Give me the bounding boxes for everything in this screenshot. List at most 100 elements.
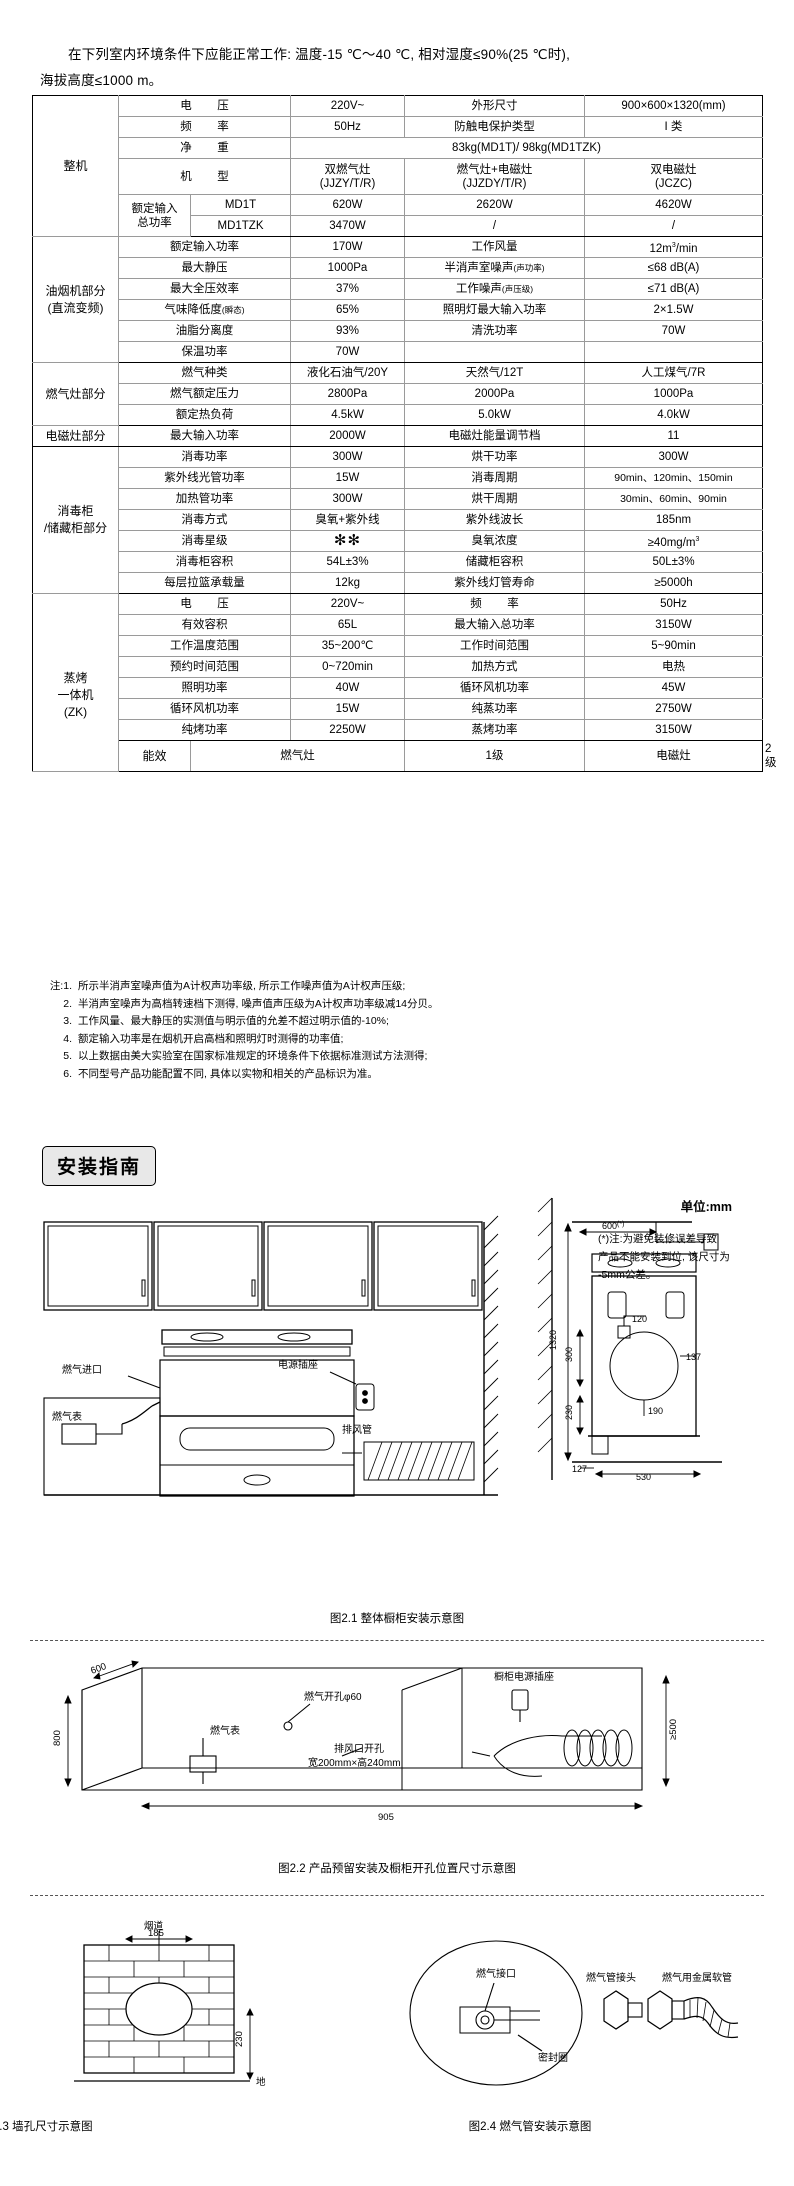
table-row: 整机 电 压 220V~ 外形尺寸 900×600×1320(mm) [32, 95, 763, 237]
intro-line-2: 海拔高度≤1000 m。 [40, 73, 163, 88]
table-row: 保温功率 70W [33, 341, 763, 363]
note-text: 以上数据由美大实验室在国家标准规定的环境条件下依据标准测试方法测得; [78, 1050, 428, 1062]
dim-137: 137 [686, 1352, 701, 1362]
group-gas: 燃气灶部分 [32, 362, 119, 426]
cell-zk-heatmode-value: 电热 [584, 656, 763, 678]
label-cabinet-socket: 橱柜电源插座 [494, 1670, 554, 1683]
dim-127: 127 [572, 1464, 587, 1474]
cell-keepwarm-value: 70W [290, 341, 405, 363]
cell-ozone-label: 臭氧浓度 [404, 530, 585, 552]
note-text: 额定输入功率是在烟机开启高档和照明灯时测得的功率值; [78, 1032, 344, 1045]
cell-blank-2 [584, 341, 763, 363]
table-row: 电磁灶部分 最大输入功率 2000W 电磁灶能量调节档 11 [32, 425, 763, 447]
dim-500: ≥500 [668, 1719, 679, 1740]
cell-model-label: 机 型 [180, 170, 236, 183]
divider-1 [30, 1640, 764, 1641]
note-number: 注:1. [49, 980, 72, 992]
cell-dimension-label: 外形尺寸 [404, 95, 585, 117]
cell-effgas-label: 燃气灶 [190, 740, 405, 772]
table-row: 油脂分离度 93% 清洗功率 70W [33, 320, 763, 342]
group-hood-l1: 油烟机部分 [45, 283, 106, 298]
cell-zk-booking-label: 预约时间范围 [118, 656, 291, 678]
cell-md1t-b: 2620W [404, 194, 585, 216]
table-row: 消毒柜 /储藏柜部分 消毒功率 300W 烘干功率 300W [32, 446, 763, 594]
dim-600: 600(*) [602, 1221, 624, 1231]
cell-dimension-value: 900×600×1320(mm) [584, 95, 763, 117]
group-sterilizer-l1: 消毒柜 [57, 504, 94, 518]
note-text: 半消声室噪声为高档转速档下测得, 噪声值声压级为A计权声功率级减14分贝。 [78, 997, 439, 1010]
cell-md1tzk-b: / [404, 215, 585, 237]
label-gas-hole: 燃气开孔φ60 [304, 1690, 362, 1703]
label-exhaust-hole-1: 排风口开孔 [334, 1742, 384, 1755]
cell-zk-fan-value: 45W [584, 677, 763, 699]
figure-2-4-caption: 图2.4 燃气管安装示意图 [468, 2121, 592, 2133]
cell-zk-steambake-value: 3150W [584, 719, 763, 741]
cell-disinfect-value: 300W [290, 446, 405, 468]
dim-300: 300 [564, 1347, 574, 1362]
cell-drycycle-value: 30min、60min、90min [584, 488, 763, 510]
cell-model-c: 双电磁灶 (JCZC) [584, 158, 763, 195]
cell-basket-label: 每层拉篮承载量 [118, 572, 291, 594]
cell-dry-label: 烘干功率 [404, 446, 585, 468]
airflow-num: 12m [649, 242, 672, 255]
cell-netweight-label: 净 重 [180, 142, 236, 154]
group-hood-l2: (直流变频) [47, 300, 104, 315]
cell-zk-voltage-value: 220V~ [290, 593, 405, 615]
cell-discycle-value: 90min、120min、150min [584, 467, 763, 489]
cell-grease-value: 93% [290, 320, 405, 342]
table-row: 消毒柜容积 54L±3% 储藏柜容积 50L±3% [33, 551, 763, 573]
note-item: 2. 半消声室噪声为高档转速档下测得, 噪声值声压级为A计权声功率级减14分贝。 [44, 996, 744, 1014]
cell-blank-1 [404, 341, 585, 363]
cell-disstar-value: ✻✻ [290, 530, 405, 552]
cell-zk-bake-value: 2250W [290, 719, 405, 741]
group-steam-l1: 蒸烤 [63, 671, 88, 685]
cell-odour-value: 65% [290, 299, 405, 321]
cell-indmax-label: 最大输入功率 [118, 425, 291, 447]
dim-120: 120 [632, 1314, 647, 1324]
dim-190: 190 [648, 1406, 663, 1416]
note-item: 5. 以上数据由美大实验室在国家标准规定的环境条件下依据标准测试方法测得; [44, 1048, 744, 1066]
cell-uvwave-value: 185nm [584, 509, 763, 531]
cell-keepwarm-label: 保温功率 [118, 341, 291, 363]
specification-table: 整机 电 压 220V~ 外形尺寸 900×600×1320(mm) 频 率 5… [32, 95, 777, 772]
ozone-num: ≥40mg/m [647, 536, 696, 549]
model-a-code: (JJZY/T/R) [319, 177, 376, 190]
group-steam: 蒸烤 一体机 (ZK) [32, 593, 119, 772]
dim-185: 185 [148, 1928, 164, 1939]
label-flue: 烟道 [144, 1920, 164, 1932]
cell-gaspress-b: 2000Pa [404, 383, 585, 405]
table-row: 纯烤功率 2250W 蒸烤功率 3150W [33, 719, 763, 741]
note-text: 不同型号产品功能配置不同, 具体以实物和相关的产品标识为准。 [78, 1067, 378, 1080]
cell-zk-freq-label: 频 率 [470, 598, 526, 610]
cell-rated-total-label: 额定输入 总功率 [118, 194, 191, 237]
cell-gastype-c: 人工煤气/7R [584, 362, 763, 384]
intro-paragraph: 在下列室内环境条件下应能正常工作: 温度-15 ℃～40 ℃, 相对湿度≤90%… [40, 42, 756, 94]
group-steam-l2: 一体机 [57, 688, 94, 702]
group-hood: 油烟机部分 (直流变频) [32, 236, 119, 363]
cell-airflow-value: 12m3/min [584, 236, 763, 258]
cell-gastype-a: 液化石油气/20Y [290, 362, 405, 384]
cell-gaspress-a: 2800Pa [290, 383, 405, 405]
table-row: 蒸烤 一体机 (ZK) 电 压 220V~ 频 率 50Hz [32, 593, 763, 772]
cell-shock-label: 防触电保护类型 [404, 116, 585, 138]
cell-seminoise-label: 半消声室噪声(声功率) [404, 257, 585, 279]
table-row: 最大静压 1000Pa 半消声室噪声(声功率) ≤68 dB(A) [33, 257, 763, 279]
cell-lamp-label: 照明灯最大输入功率 [404, 299, 585, 321]
table-row: 消毒星级 ✻✻ 臭氧浓度 ≥40mg/m3 [33, 530, 763, 552]
cell-freq-label: 频 率 [180, 121, 236, 133]
cell-zk-steambake-label: 蒸烤功率 [404, 719, 585, 741]
table-row: 燃气灶部分 燃气种类 液化石油气/20Y 天然气/12T 人工煤气/7R [32, 362, 763, 426]
cell-indmax-value: 2000W [290, 425, 405, 447]
dim-230: 230 [564, 1405, 574, 1420]
cell-uvlife-label: 紫外线灯管寿命 [404, 572, 585, 594]
cell-effind-label: 电磁灶 [584, 740, 763, 772]
label-seal: 密封圈 [538, 2051, 568, 2064]
table-row: 预约时间范围 0~720min 加热方式 电热 [33, 656, 763, 678]
cell-netweight-value: 83kg(MD1T)/ 98kg(MD1TZK) [290, 137, 763, 159]
model-a-name: 双燃气灶 [324, 163, 371, 176]
cell-disstar-label: 消毒星级 [118, 530, 291, 552]
cell-indlevel-value: 11 [584, 425, 763, 447]
model-b-code: (JJZDY/T/R) [462, 177, 527, 190]
table-row: 循环风机功率 15W 纯蒸功率 2750W [33, 698, 763, 720]
model-c-code: (JCZC) [654, 177, 693, 190]
